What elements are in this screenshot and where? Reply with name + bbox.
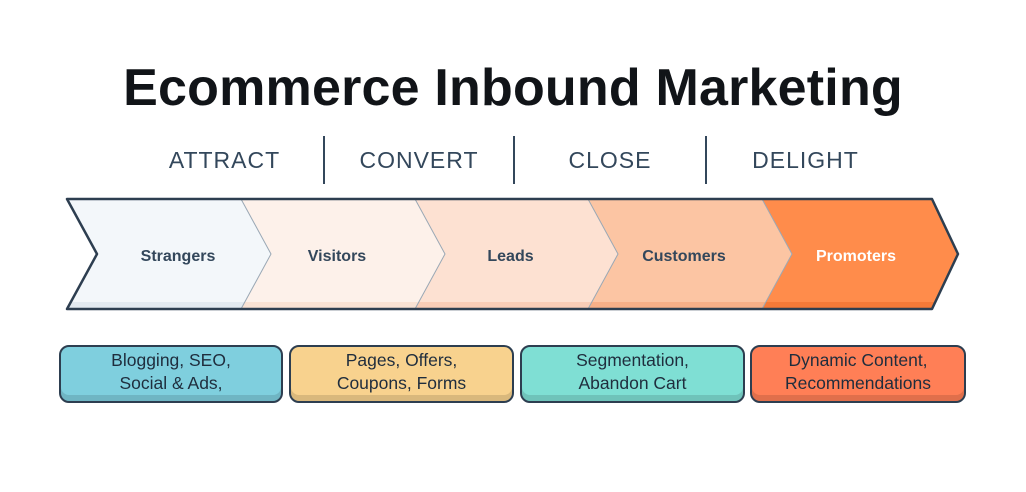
stage-delight: DELIGHT bbox=[752, 146, 859, 173]
tactic-box-delight: Dynamic Content, Recommendations bbox=[750, 345, 966, 403]
stage-header: ATTRACT CONVERT CLOSE DELIGHT bbox=[126, 136, 902, 184]
funnel-label-promoters: Promoters bbox=[816, 248, 896, 265]
funnel-segment-shade bbox=[67, 302, 245, 309]
funnel-divider bbox=[761, 198, 793, 310]
funnel-segment-shade bbox=[588, 302, 766, 309]
tactic-text: Social & Ads, bbox=[119, 373, 223, 393]
tactic-text: Segmentation, bbox=[576, 350, 689, 370]
page-title: Ecommerce Inbound Marketing bbox=[123, 59, 903, 117]
funnel-divider bbox=[240, 198, 272, 310]
tactic-text: Coupons, Forms bbox=[336, 373, 467, 393]
stage-divider bbox=[323, 136, 325, 184]
stage-divider bbox=[513, 136, 515, 184]
funnel-label-customers: Customers bbox=[642, 248, 726, 265]
funnel-segment-shade bbox=[415, 302, 592, 309]
stage-convert: CONVERT bbox=[359, 146, 479, 173]
funnel-label-strangers: Strangers bbox=[141, 248, 216, 265]
tactic-text: Dynamic Content, bbox=[788, 350, 928, 370]
funnel-divider bbox=[587, 198, 619, 310]
tactic-text: Abandon Cart bbox=[578, 373, 687, 393]
tactic-box-attract: Blogging, SEO, Social & Ads, bbox=[59, 345, 283, 403]
funnel-segment-visitors bbox=[241, 199, 445, 309]
tactic-text: Recommendations bbox=[785, 373, 931, 393]
tactic-text: Pages, Offers, bbox=[345, 350, 458, 370]
tactic-text: Blogging, SEO, bbox=[111, 350, 231, 370]
tactic-box-close: Segmentation, Abandon Cart bbox=[520, 345, 745, 403]
funnel-segment-shade bbox=[762, 302, 936, 309]
funnel-label-leads: Leads bbox=[487, 248, 533, 265]
funnel-divider bbox=[414, 198, 446, 310]
funnel-segment-shade bbox=[241, 302, 419, 309]
funnel-segment-strangers bbox=[67, 199, 271, 309]
funnel-segment-leads bbox=[415, 199, 618, 309]
funnel-segment-customers bbox=[588, 199, 792, 309]
tactic-box-convert: Pages, Offers, Coupons, Forms bbox=[289, 345, 514, 403]
funnel-outline bbox=[65, 197, 960, 311]
stage-divider bbox=[705, 136, 707, 184]
stage-close: CLOSE bbox=[568, 146, 652, 173]
stage-attract: ATTRACT bbox=[168, 146, 281, 173]
funnel-label-visitors: Visitors bbox=[308, 248, 367, 265]
funnel-segment-promoters bbox=[762, 199, 958, 309]
